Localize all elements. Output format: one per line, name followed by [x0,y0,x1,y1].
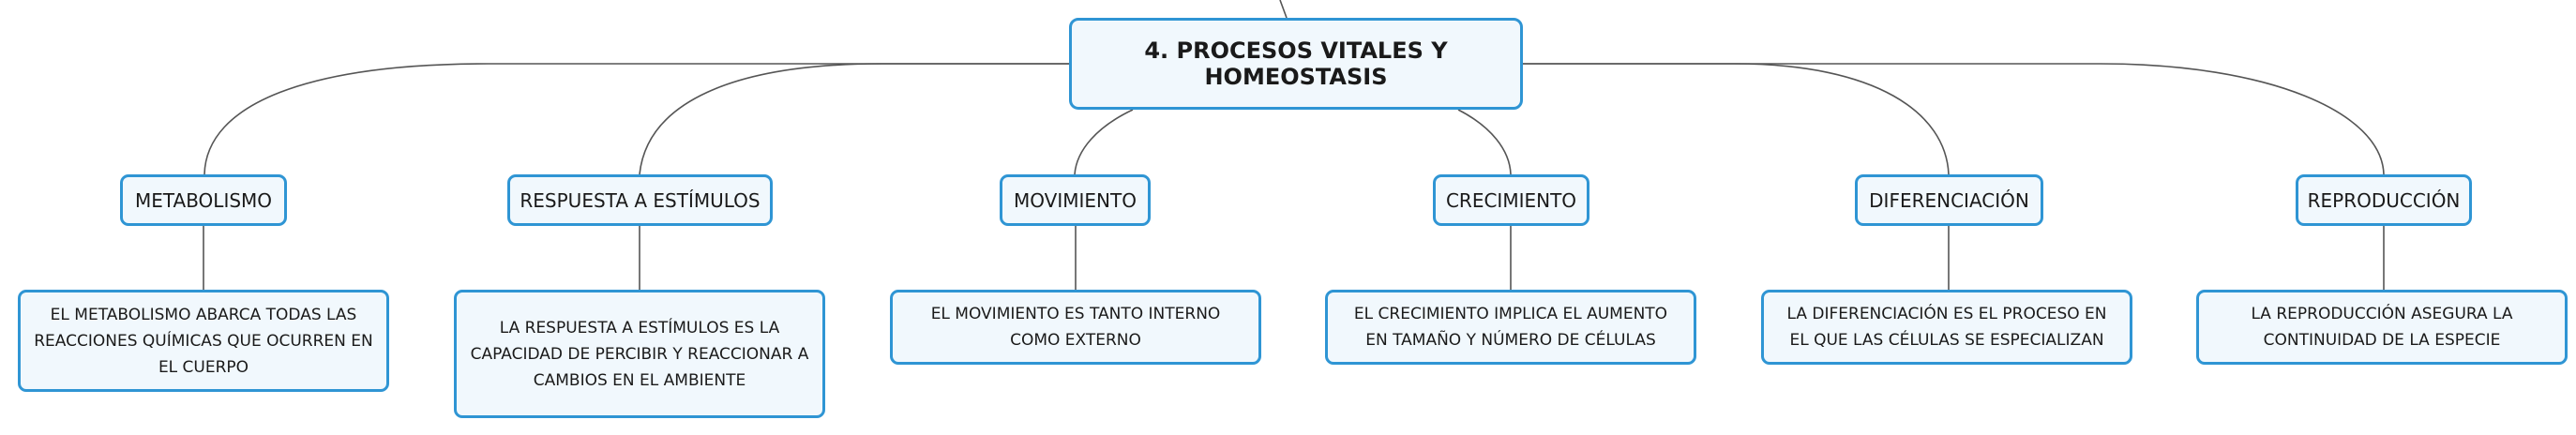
topic-reproduccion[interactable]: REPRODUCCIÓN [2296,174,2472,226]
connector-parent-to-root [1279,0,1288,19]
topic-movimiento[interactable]: MOVIMIENTO [1000,174,1151,226]
topic-crecimiento[interactable]: CRECIMIENTO [1433,174,1589,226]
subtopic-text: EL MOVIMIENTO ES TANTO INTERNO COMO EXTE… [930,305,1221,350]
subtopic-text: LA REPRODUCCIÓN ASEGURA LA CONTINUIDAD D… [2251,305,2513,350]
connector-root-to-reproduccion [1523,63,2385,175]
subtopic-reproduccion-description[interactable]: LA REPRODUCCIÓN ASEGURA LA CONTINUIDAD D… [2196,290,2568,365]
subtopic-respuesta-description[interactable]: LA RESPUESTA A ESTÍMULOS ES LA CAPACIDAD… [454,290,825,418]
connector-root-to-diferenciacion [1523,63,1950,175]
topic-respuesta-a-estimulos[interactable]: RESPUESTA A ESTÍMULOS [507,174,773,226]
topic-label: METABOLISMO [134,188,273,212]
topic-label: MOVIMIENTO [1014,188,1137,212]
root-topic-label: 4. PROCESOS VITALES Y HOMEOSTASIS [1144,38,1448,90]
subtopic-diferenciacion-description[interactable]: LA DIFERENCIACIÓN ES EL PROCESO EN EL QU… [1761,290,2132,365]
root-topic[interactable]: 4. PROCESOS VITALES Y HOMEOSTASIS [1069,18,1523,110]
connector-root-to-movimiento [1074,109,1134,175]
connector-root-to-crecimiento [1457,109,1512,175]
subtopic-text: EL CRECIMIENTO IMPLICA EL AUMENTO EN TAM… [1353,305,1668,350]
subtopic-metabolismo-description[interactable]: EL METABOLISMO ABARCA TODAS LAS REACCION… [18,290,389,392]
topic-metabolismo[interactable]: METABOLISMO [120,174,287,226]
subtopic-crecimiento-description[interactable]: EL CRECIMIENTO IMPLICA EL AUMENTO EN TAM… [1325,290,1696,365]
subtopic-movimiento-description[interactable]: EL MOVIMIENTO ES TANTO INTERNO COMO EXTE… [890,290,1261,365]
topic-diferenciacion[interactable]: DIFERENCIACIÓN [1855,174,2043,226]
topic-label: RESPUESTA A ESTÍMULOS [520,188,761,212]
topic-label: CRECIMIENTO [1445,188,1577,212]
subtopic-text: EL METABOLISMO ABARCA TODAS LAS REACCION… [34,305,373,377]
connector-root-to-metabolismo [203,63,1069,175]
connector-root-to-respuesta [639,63,1069,175]
subtopic-text: LA RESPUESTA A ESTÍMULOS ES LA CAPACIDAD… [470,318,809,390]
topic-label: REPRODUCCIÓN [2307,188,2461,212]
subtopic-text: LA DIFERENCIACIÓN ES EL PROCESO EN EL QU… [1786,305,2107,350]
topic-label: DIFERENCIACIÓN [1869,188,2029,212]
